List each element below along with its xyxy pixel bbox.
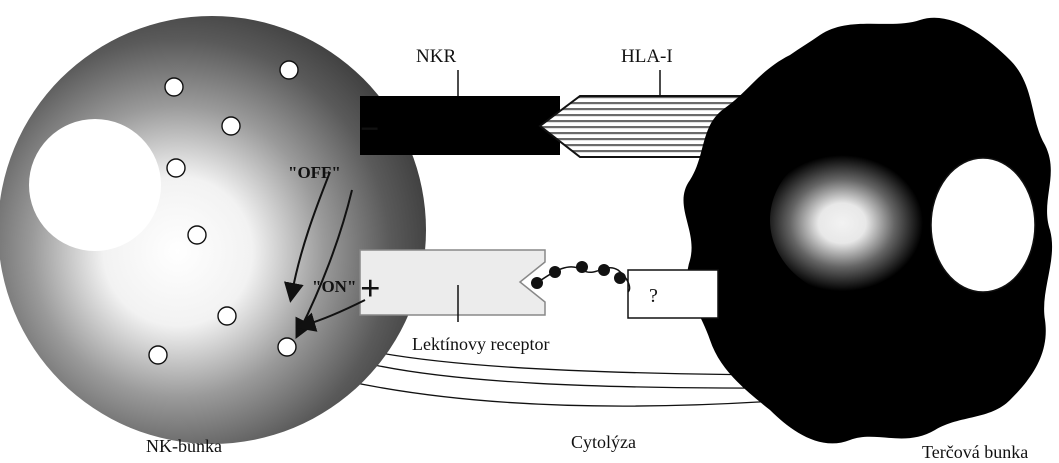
nk-cell: [0, 16, 426, 444]
cytolysis-label: Cytolýza: [571, 432, 636, 452]
plus-sign: +: [360, 268, 381, 308]
target-cell-label: Terčová bunka: [922, 442, 1028, 462]
lectin-receptor-label: Lektínovy receptor: [412, 334, 549, 354]
lectin-receptor: [360, 250, 545, 315]
nk-cell-nucleus: [29, 119, 161, 251]
on-signal-label: "ON": [312, 277, 356, 296]
hla-i-label: HLA-I: [621, 46, 673, 67]
minus-sign: −: [360, 111, 379, 148]
off-signal-label: "OFF": [288, 163, 341, 182]
unknown-ligand-box: [628, 270, 718, 318]
nkr-receptor-bar: [360, 96, 560, 155]
nk-cell-label: NK-bunka: [146, 436, 222, 456]
target-cell-nucleus: [931, 158, 1035, 292]
unknown-ligand-label: ?: [649, 285, 658, 307]
nkr-label: NKR: [416, 46, 456, 67]
ligand-bead-chain: [531, 261, 630, 292]
